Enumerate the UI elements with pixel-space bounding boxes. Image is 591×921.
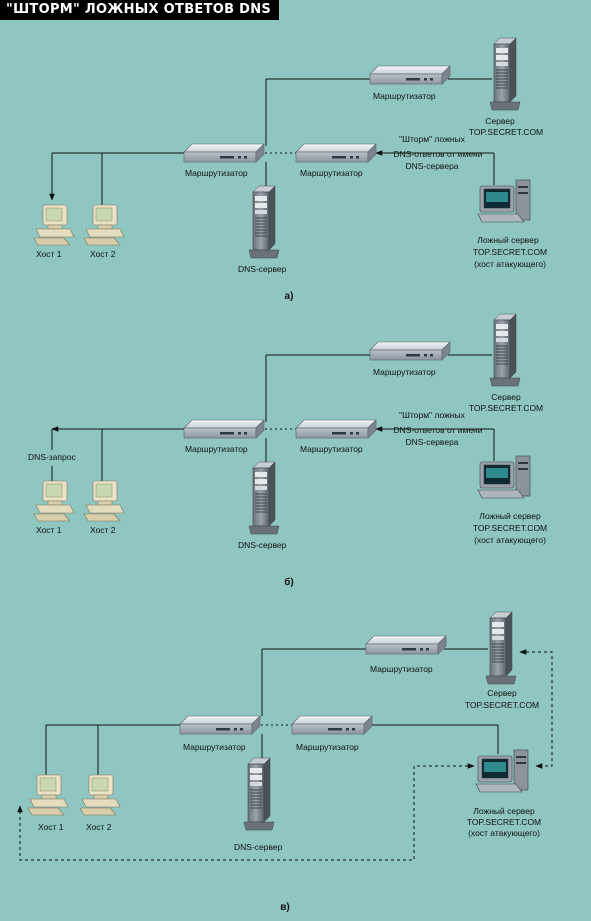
panel-b-letter: б) xyxy=(284,576,294,588)
attacker-icon xyxy=(475,749,529,793)
router-left-icon xyxy=(179,715,261,735)
server-label-line1: Сервер xyxy=(487,688,517,698)
storm-label-line3: DNS-сервера xyxy=(405,437,458,447)
server-icon xyxy=(489,313,521,387)
panel-a: Маршрутизатор Маршрутизатор Маршрутизато… xyxy=(33,37,547,302)
fake-server-line1: Ложный сервер xyxy=(479,511,541,521)
router-right-icon xyxy=(295,419,377,439)
fake-server-line3: (хост атакующего) xyxy=(468,828,540,838)
attacker-icon xyxy=(477,455,531,499)
host1-icon xyxy=(33,480,75,522)
router-right-label: Маршрутизатор xyxy=(296,742,359,752)
storm-label-line1: "Шторм" ложных xyxy=(399,410,465,420)
panel-c: Маршрутизатор Маршрутизатор Маршрутизато… xyxy=(17,611,553,913)
router-top-icon xyxy=(365,635,447,655)
panel-c-letter: в) xyxy=(280,902,289,913)
storm-label-line3: DNS-сервера xyxy=(405,161,458,171)
diagram-title: "ШТОРМ" ЛОЖНЫХ ОТВЕТОВ DNS xyxy=(0,0,280,20)
router-left-label: Маршрутизатор xyxy=(185,444,248,454)
server-label-line1: Сервер xyxy=(491,392,521,402)
host1-label: Хост 1 xyxy=(36,525,62,535)
host2-icon xyxy=(79,774,121,816)
panel-a-letter: а) xyxy=(285,291,294,302)
dns-query-label: DNS-запрос xyxy=(28,452,76,462)
router-left-label: Маршрутизатор xyxy=(185,168,248,178)
router-top-label: Маршрутизатор xyxy=(370,664,433,674)
fake-server-line3: (хост атакующего) xyxy=(474,259,546,269)
host2-label: Хост 2 xyxy=(90,249,116,259)
host2-label: Хост 2 xyxy=(90,525,116,535)
fake-server-line2: TOP.SECRET.COM xyxy=(473,523,547,533)
fake-server-line1: Ложный сервер xyxy=(477,235,539,245)
router-left-label: Маршрутизатор xyxy=(183,742,246,752)
router-right-label: Маршрутизатор xyxy=(300,444,363,454)
fake-server-line2: TOP.SECRET.COM xyxy=(467,817,541,827)
dns-server-icon xyxy=(248,461,280,535)
router-top-icon xyxy=(369,341,451,361)
server-icon xyxy=(489,37,521,111)
dns-server-label: DNS-сервер xyxy=(238,540,287,550)
server-label-line2: TOP.SECRET.COM xyxy=(469,403,543,413)
fake-server-line2: TOP.SECRET.COM xyxy=(473,247,547,257)
router-top-label: Маршрутизатор xyxy=(373,367,436,377)
panel-b: Маршрутизатор Маршрутизатор Маршрутизато… xyxy=(28,313,547,588)
router-right-icon xyxy=(295,143,377,163)
dns-server-label: DNS-сервер xyxy=(234,842,283,852)
host1-icon xyxy=(33,204,75,246)
storm-label-line1: "Шторм" ложных xyxy=(399,134,465,144)
host2-icon xyxy=(83,480,125,522)
router-top-icon xyxy=(369,65,451,85)
dns-server-icon xyxy=(248,185,280,259)
host2-icon xyxy=(83,204,125,246)
router-left-icon xyxy=(183,419,265,439)
router-top-label: Маршрутизатор xyxy=(373,91,436,101)
host1-icon xyxy=(27,774,69,816)
server-icon xyxy=(485,611,517,685)
dns-server-label: DNS-сервер xyxy=(238,264,287,274)
server-label-line2: TOP.SECRET.COM xyxy=(469,127,543,137)
storm-label-line2: DNS-ответов от имени xyxy=(393,149,482,159)
fake-server-line1: Ложный сервер xyxy=(473,806,535,816)
attacker-icon xyxy=(477,179,531,223)
router-right-label: Маршрутизатор xyxy=(300,168,363,178)
server-label-line1: Сервер xyxy=(485,116,515,126)
server-label-line2: TOP.SECRET.COM xyxy=(465,700,539,710)
host2-label: Хост 2 xyxy=(86,822,112,832)
fake-server-line3: (хост атакующего) xyxy=(474,535,546,545)
router-right-icon xyxy=(291,715,373,735)
storm-label-line2: DNS-ответов от имени xyxy=(393,425,482,435)
host1-label: Хост 1 xyxy=(38,822,64,832)
host1-label: Хост 1 xyxy=(36,249,62,259)
router-left-icon xyxy=(183,143,265,163)
dns-server-icon xyxy=(243,757,275,831)
